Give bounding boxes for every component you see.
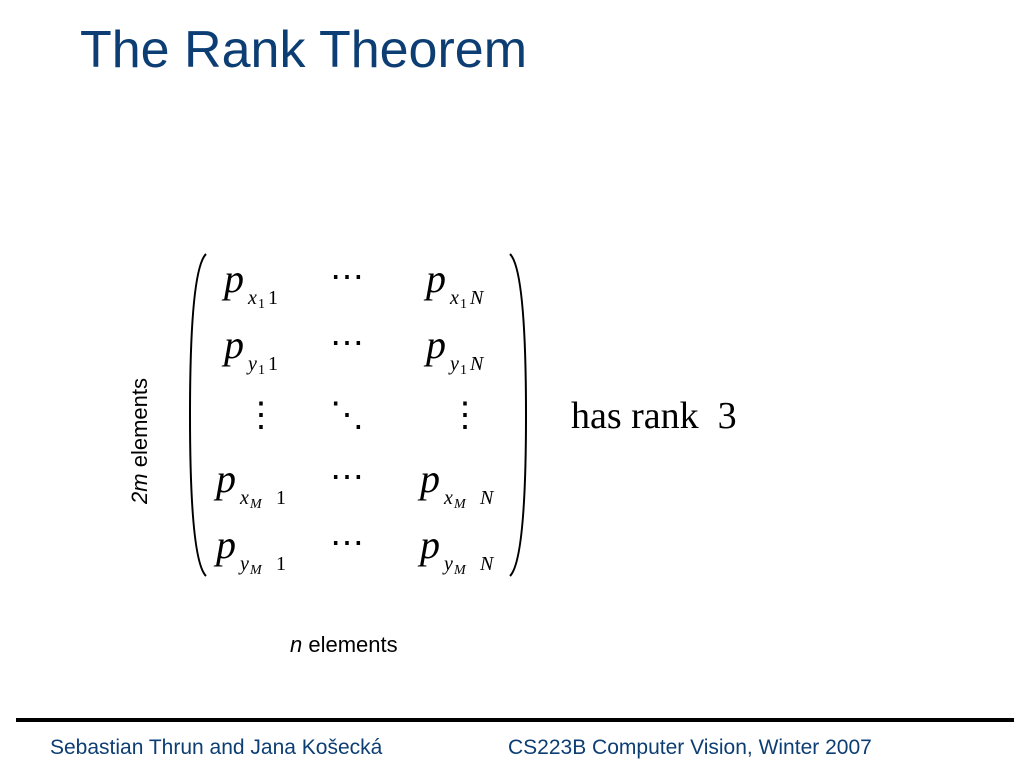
entry-r2-c1: p y 1 1 [221,322,278,378]
footer-course: CS223B Computer Vision, Winter 2007 [508,736,872,759]
svg-text:1: 1 [258,363,265,378]
right-bracket [509,253,528,577]
svg-text:1: 1 [460,363,467,378]
svg-text:1: 1 [268,287,278,309]
svg-text:N: N [479,487,495,509]
svg-text:x: x [449,287,459,309]
rank-statement: has rank 3 [571,395,737,437]
left-bracket [188,253,207,577]
entry-rM-y-cN: p y M N [417,522,495,578]
entry-r2-cN: p y 1 N [423,322,485,378]
measurement-matrix: p x 1 1 ⋯ p x 1 N p y 1 1 ⋯ p y 1 N ⋮ ⋱ … [188,253,528,578]
svg-text:M: M [453,563,467,578]
svg-text:1: 1 [276,553,286,575]
svg-text:M: M [453,497,467,512]
svg-text:1: 1 [268,353,278,375]
svg-text:N: N [469,287,485,309]
row5-hdots: ⋯ [330,525,364,562]
col-count-label: n elements [290,632,398,658]
entry-r1-c1: p x 1 1 [221,256,278,312]
row-count-word: elements [127,378,152,474]
col1-vdots: ⋮ [244,397,278,434]
svg-text:p: p [213,522,236,567]
row-count-number: 2 [127,491,152,504]
colN-vdots: ⋮ [448,397,482,434]
svg-text:1: 1 [276,487,286,509]
svg-text:y: y [238,553,249,575]
svg-text:1: 1 [258,297,265,312]
svg-text:y: y [448,353,459,375]
svg-text:p: p [417,456,440,501]
svg-text:N: N [469,353,485,375]
svg-text:1: 1 [460,297,467,312]
svg-text:x: x [239,487,249,509]
row-count-variable: m [127,473,152,492]
row-count-label: 2m elements [127,378,153,504]
row1-hdots: ⋯ [330,259,364,296]
entry-rM-x-cN: p x M N [417,456,495,512]
slide-title: The Rank Theorem [80,21,528,79]
svg-text:y: y [246,353,257,375]
entry-rM-y-c1: p y M 1 [213,522,286,578]
entry-r1-cN: p x 1 N [423,256,485,312]
svg-text:N: N [479,553,495,575]
svg-text:p: p [417,522,440,567]
footer-authors: Sebastian Thrun and Jana Košecká [50,736,383,759]
svg-text:p: p [423,256,446,301]
entry-rM-x-c1: p x M 1 [213,456,286,512]
col-count-variable: n [290,632,303,657]
svg-text:M: M [249,497,263,512]
svg-text:x: x [443,487,453,509]
row4-hdots: ⋯ [330,459,364,496]
center-ddots: ⋱ [330,397,364,434]
svg-text:p: p [221,322,244,367]
svg-text:x: x [247,287,257,309]
svg-text:p: p [213,456,236,501]
svg-text:M: M [249,563,263,578]
svg-text:p: p [221,256,244,301]
row2-hdots: ⋯ [330,325,364,362]
col-count-word: elements [302,632,398,657]
svg-text:y: y [442,553,453,575]
svg-text:p: p [423,322,446,367]
footer-divider [16,718,1014,722]
